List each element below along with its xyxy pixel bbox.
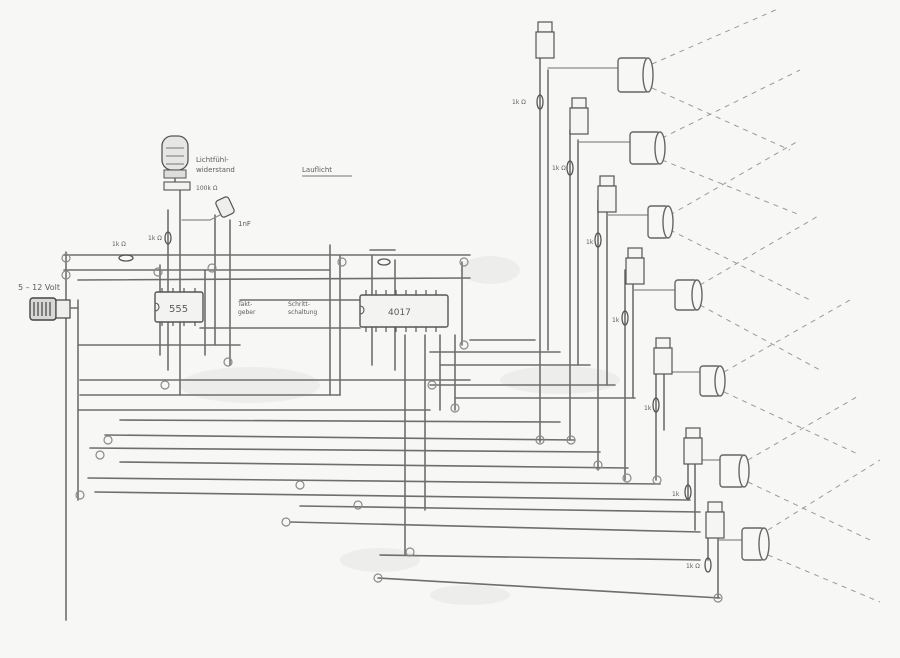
led-light-rays <box>651 7 881 603</box>
sensor-label-line-2: widerstand <box>196 166 235 174</box>
sensor-resistor-label: 100k Ω <box>196 185 218 192</box>
base-resistor-2-label: 1k Ω <box>552 165 566 172</box>
led-6 <box>719 454 750 488</box>
ic-4017 <box>359 290 449 332</box>
wires <box>63 49 743 621</box>
supply-voltage-label: 5 – 12 Volt <box>18 283 60 292</box>
transistor-2 <box>569 97 589 135</box>
base-resistor-3-label: 1k <box>586 239 594 246</box>
led-7 <box>741 527 770 561</box>
diagram-title: Lauflicht <box>302 166 332 174</box>
capacitor-label: 1nF <box>238 220 251 228</box>
base-resistor-1-label: 1k Ω <box>512 99 526 106</box>
resistors-555 <box>118 231 391 266</box>
transistor-3 <box>597 175 617 213</box>
transistor-1 <box>535 21 555 59</box>
base-resistors <box>536 94 712 573</box>
sensor-label-line-1: Lichtfühl- <box>196 156 229 164</box>
transistors <box>535 21 725 539</box>
led-4 <box>674 279 703 311</box>
led-3 <box>647 205 674 239</box>
paper-smudges <box>180 256 620 605</box>
transistor-6 <box>683 427 703 465</box>
stepper-label-line-2: schaltung <box>288 309 318 316</box>
transistor-7 <box>705 501 725 539</box>
wire-crossings <box>61 253 723 603</box>
transistor-5 <box>653 337 673 375</box>
led-2 <box>629 131 666 165</box>
base-resistor-5-label: 1k <box>644 405 652 412</box>
base-resistor-6-label: 1k <box>672 491 680 498</box>
base-resistor-7-label: 1k Ω <box>686 563 700 570</box>
stepper-label-line-1: Schritt- <box>288 301 310 308</box>
ic-4017-label: 4017 <box>388 308 411 318</box>
trim-potentiometer <box>163 181 191 191</box>
led-1 <box>617 57 654 93</box>
power-jack <box>29 297 79 321</box>
base-resistor-4-label: 1k <box>612 317 620 324</box>
clock-label-line-2: geber <box>238 309 256 316</box>
leds <box>617 57 770 561</box>
ic-555-label: 555 <box>169 304 188 315</box>
clock-label-line-1: Takt- <box>237 301 252 308</box>
led-5 <box>699 365 726 397</box>
ic-555 <box>154 288 204 326</box>
transistor-4 <box>625 247 645 285</box>
resistor-top-left-label: 1k Ω <box>112 241 126 248</box>
capacitor <box>181 196 235 221</box>
light-sensor <box>161 135 189 189</box>
resistor-top-mid-label: 1k Ω <box>148 235 162 242</box>
